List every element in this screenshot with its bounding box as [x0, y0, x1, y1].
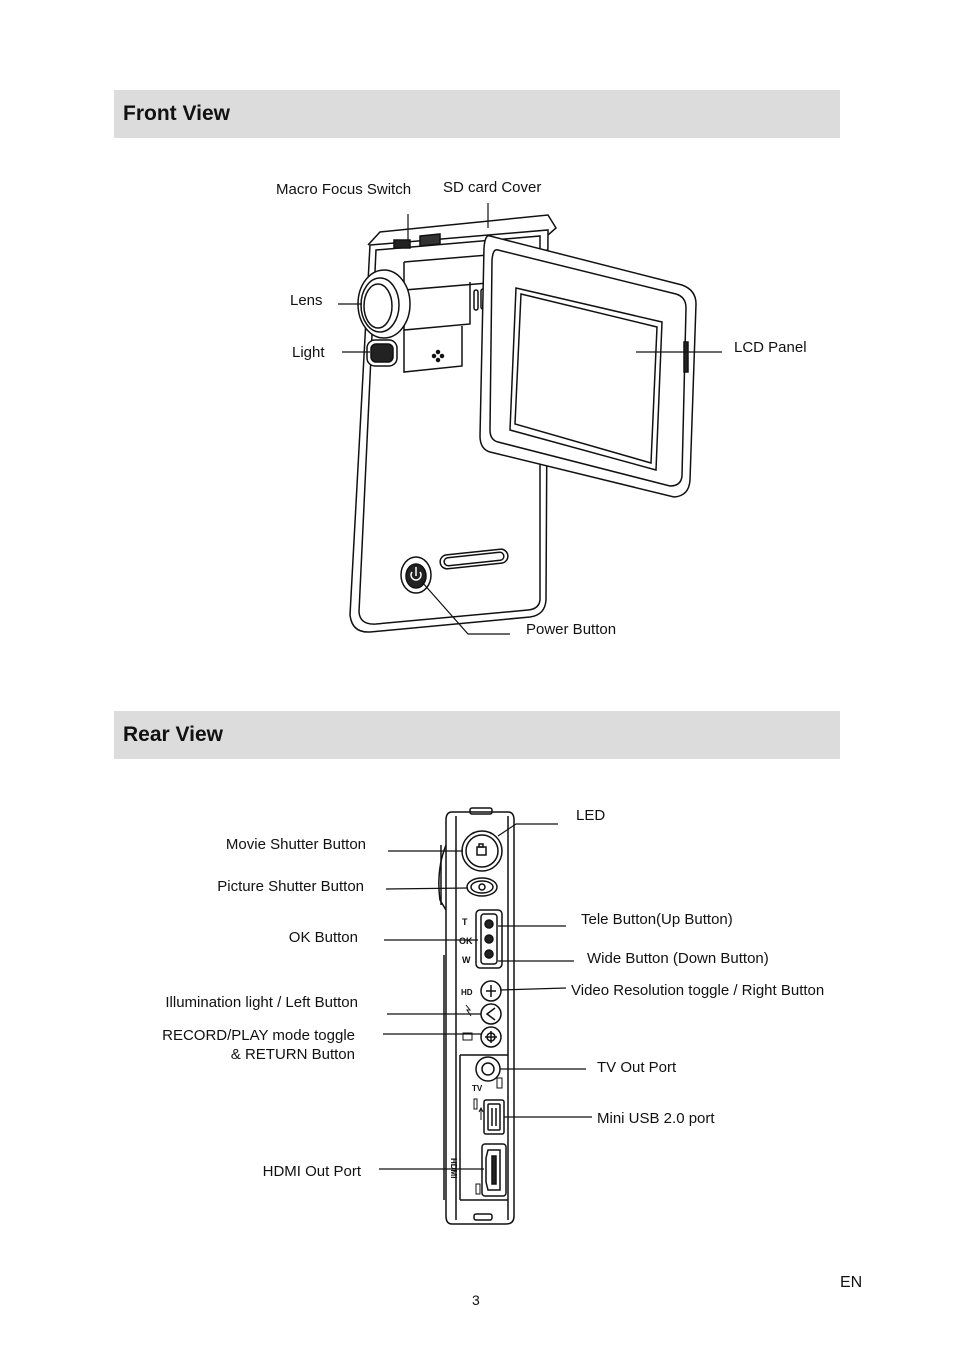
lens-icon [357, 269, 411, 339]
lens-label: Lens [290, 292, 323, 309]
movie-shutter-label: Movie Shutter Button [225, 836, 366, 853]
rear-leader-lines [379, 823, 592, 1170]
side-small-icons [462, 1004, 503, 1195]
video-resolution-button-icon [480, 980, 502, 1002]
hd-mark: HD [461, 988, 473, 997]
tv-out-port-icon [475, 1056, 501, 1082]
front-view-header: Front View [114, 90, 840, 138]
light-label: Light [292, 344, 325, 361]
lcd-panel-label: LCD Panel [734, 339, 807, 356]
movie-shutter-button-icon [461, 830, 503, 872]
video-resolution-label: Video Resolution toggle / Right Button [571, 982, 825, 999]
tele-button-label: Tele Button(Up Button) [581, 911, 733, 928]
ok-mark: OK [459, 936, 473, 946]
illumination-button-icon [480, 1003, 502, 1025]
rear-view-title: Rear View [123, 723, 224, 746]
lcd-panel [479, 235, 697, 498]
front-view-title: Front View [123, 102, 230, 125]
rear-view-header: Rear View [114, 711, 840, 759]
page-number: 3 [472, 1292, 480, 1308]
macro-focus-switch-label: Macro Focus Switch [276, 181, 412, 198]
mini-usb-label: Mini USB 2.0 port [597, 1110, 715, 1127]
power-button-label: Power Button [526, 621, 617, 638]
language-tag: EN [840, 1274, 863, 1291]
record-play-label-line1: RECORD/PLAY mode toggle [162, 1027, 355, 1044]
light-icon [366, 339, 398, 367]
tv-out-label: TV Out Port [597, 1059, 677, 1076]
hdmi-port-icon [481, 1143, 507, 1197]
hdmi-mark: HDMI [449, 1158, 458, 1179]
record-play-button-icon [480, 1026, 502, 1048]
record-play-label-line2: & RETURN Button [230, 1046, 355, 1063]
tele-mark: T [462, 917, 468, 927]
wide-button-label: Wide Button (Down Button) [587, 950, 769, 967]
picture-shutter-label: Picture Shutter Button [217, 878, 364, 895]
front-leader-lines [338, 203, 722, 635]
tv-mark: TV [472, 1084, 483, 1093]
hdmi-out-label: HDMI Out Port [262, 1163, 361, 1180]
led-label: LED [576, 807, 606, 824]
illumination-label: Illumination light / Left Button [165, 994, 358, 1011]
mini-usb-port-icon [478, 1099, 505, 1135]
picture-shutter-button-icon [466, 877, 498, 897]
ok-button-label: OK Button [288, 929, 358, 946]
sd-card-cover-label: SD card Cover [443, 179, 542, 196]
zoom-rocker-icon [475, 909, 503, 969]
wide-mark: W [462, 955, 471, 965]
